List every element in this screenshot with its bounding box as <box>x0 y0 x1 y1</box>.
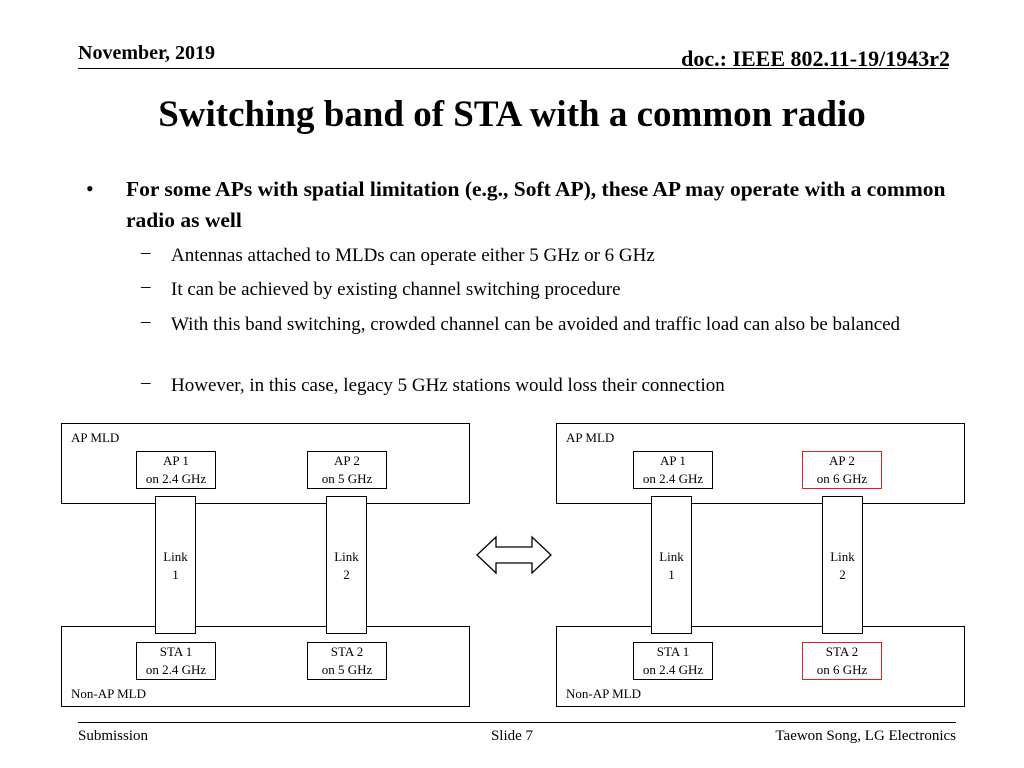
ap2-box-highlighted: AP 2 on 6 GHz <box>802 451 882 489</box>
sta2-box-highlighted: STA 2 on 6 GHz <box>802 642 882 680</box>
ap1-box: AP 1 on 2.4 GHz <box>136 451 216 489</box>
link-2: Link 2 <box>326 496 367 634</box>
ap-mld-label: AP MLD <box>71 430 120 445</box>
link-label: Link <box>659 549 684 564</box>
ap-mld-label: AP MLD <box>566 430 615 445</box>
footer-slide-number: Slide 7 <box>490 728 534 744</box>
link-number: 2 <box>839 567 846 582</box>
non-ap-mld-box: Non-AP MLD <box>556 626 965 707</box>
link-label: Link <box>830 549 855 564</box>
sta1-name: STA 1 <box>656 644 690 659</box>
bullet-marker: • <box>86 176 94 201</box>
sub-bullet-2: It can be achieved by existing channel s… <box>171 279 621 300</box>
sub-bullet-3: With this band switching, crowded channe… <box>171 314 901 335</box>
sta2-box: STA 2 on 5 GHz <box>307 642 387 680</box>
footer-author: Taewon Song, LG Electronics <box>775 728 956 744</box>
ap2-box: AP 2 on 5 GHz <box>307 451 387 489</box>
non-ap-mld-label: Non-AP MLD <box>71 686 146 701</box>
link-1: Link 1 <box>155 496 196 634</box>
ap1-box: AP 1 on 2.4 GHz <box>633 451 713 489</box>
sta1-band: on 2.4 GHz <box>642 662 704 677</box>
link-number: 1 <box>172 567 179 582</box>
ap2-name: AP 2 <box>829 453 855 468</box>
sub-bullet-marker: – <box>141 242 151 263</box>
ap-mld-box: AP MLD <box>556 423 965 504</box>
sub-bullet-marker: – <box>141 276 151 297</box>
link-label: Link <box>163 549 188 564</box>
link-number: 2 <box>343 567 350 582</box>
link-number: 1 <box>668 567 675 582</box>
sub-bullet-marker: – <box>141 311 151 332</box>
slide-title: Switching band of STA with a common radi… <box>158 94 866 135</box>
ap2-name: AP 2 <box>334 453 360 468</box>
ap1-band: on 2.4 GHz <box>642 471 704 486</box>
ap1-name: AP 1 <box>163 453 189 468</box>
header-divider <box>78 68 948 69</box>
non-ap-mld-box: Non-AP MLD <box>61 626 470 707</box>
ap2-band: on 6 GHz <box>816 471 868 486</box>
sub-bullet-1: Antennas attached to MLDs can operate ei… <box>171 245 655 266</box>
sta2-band: on 6 GHz <box>816 662 868 677</box>
non-ap-mld-label: Non-AP MLD <box>566 686 641 701</box>
link-label: Link <box>334 549 359 564</box>
sta2-name: STA 2 <box>330 644 364 659</box>
sta2-band: on 5 GHz <box>321 662 373 677</box>
bullet-main-text: For some APs with spatial limitation (e.… <box>126 177 946 232</box>
sta1-band: on 2.4 GHz <box>145 662 207 677</box>
sub-bullet-marker: – <box>141 372 151 393</box>
sta1-box: STA 1 on 2.4 GHz <box>633 642 713 680</box>
footer-divider <box>78 722 956 723</box>
link-2: Link 2 <box>822 496 863 634</box>
ap2-band: on 5 GHz <box>321 471 373 486</box>
sta2-name: STA 2 <box>825 644 859 659</box>
sta1-box: STA 1 on 2.4 GHz <box>136 642 216 680</box>
header-doc-id: doc.: IEEE 802.11-19/1943r2 <box>681 46 950 71</box>
ap-mld-box: AP MLD <box>61 423 470 504</box>
double-arrow-icon <box>476 535 552 575</box>
sub-bullet-4: However, in this case, legacy 5 GHz stat… <box>171 375 725 396</box>
header-date: November, 2019 <box>78 42 216 64</box>
sta1-name: STA 1 <box>159 644 193 659</box>
ap1-band: on 2.4 GHz <box>145 471 207 486</box>
link-1: Link 1 <box>651 496 692 634</box>
footer-submission: Submission <box>78 728 149 744</box>
ap1-name: AP 1 <box>660 453 686 468</box>
